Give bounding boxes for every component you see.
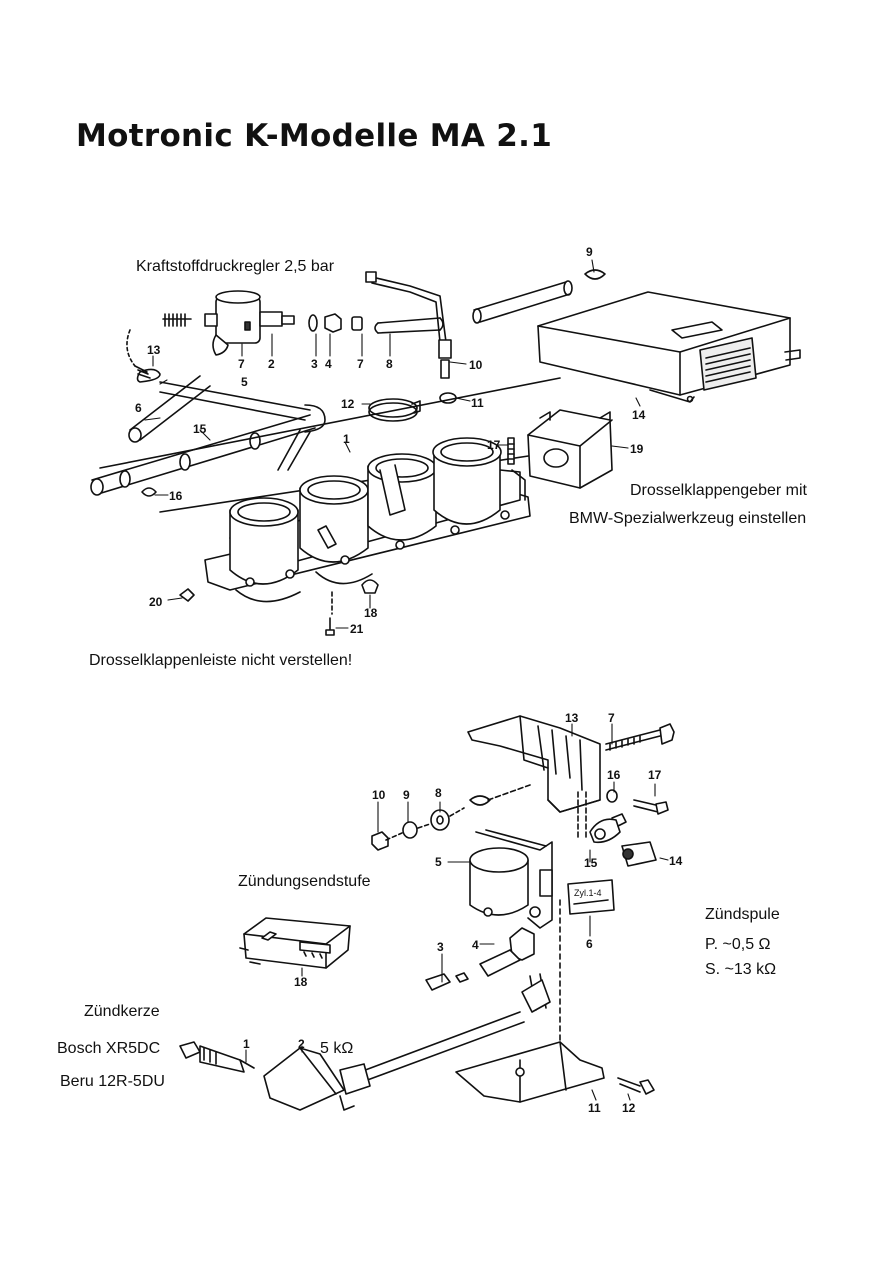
part-number: 2 — [298, 1037, 305, 1051]
divider-line — [100, 378, 560, 468]
spark-plug — [180, 1042, 254, 1072]
screw-17 — [508, 438, 514, 464]
ht-lead-coil — [426, 928, 550, 1012]
throttle-position-sensor — [528, 410, 612, 488]
part-number: 11 — [471, 396, 484, 410]
washers-nuts — [309, 314, 362, 332]
hose-upper — [473, 270, 605, 323]
leader-lines-bottom — [246, 724, 668, 1100]
bolt-7 — [606, 724, 674, 750]
part-number: 4 — [325, 357, 332, 371]
label-spark-plug: Zündkerze — [84, 1003, 160, 1020]
part-number: 3 — [437, 940, 444, 954]
ecu-control-unit — [538, 292, 800, 402]
vacuum-line-10 — [366, 272, 451, 378]
part-number: 17 — [648, 768, 662, 782]
label-throttle-sensor-1: Drosselklappengeber mit — [630, 482, 807, 499]
connector-14 — [622, 842, 656, 866]
ignition-module — [240, 918, 350, 968]
leader-lines-top — [145, 260, 640, 628]
throttle-body-assembly — [205, 438, 530, 602]
part-number: 21 — [350, 622, 364, 636]
label-throttle-bar-warning: Drosselklappenleiste nicht verstellen! — [89, 652, 353, 669]
part-number: 18 — [364, 606, 378, 620]
part-number: 11 — [588, 1101, 601, 1115]
part-number: 8 — [386, 357, 393, 371]
label-throttle-sensor-2: BMW-Spezialwerkzeug einstellen — [569, 510, 807, 527]
part-number: 14 — [669, 854, 683, 868]
part-number: 9 — [403, 788, 410, 802]
part-number: 9 — [586, 245, 593, 259]
part-number: 1 — [343, 432, 350, 446]
part-number: 2 — [268, 357, 275, 371]
part-number: 15 — [193, 422, 207, 436]
part-number: 6 — [586, 937, 593, 951]
label-ignition-coil: Zündspule — [705, 906, 780, 923]
part-number: 8 — [435, 786, 442, 800]
part-number: 12 — [622, 1101, 636, 1115]
fuel-pressure-regulator — [163, 291, 294, 343]
part-number: 10 — [469, 358, 483, 372]
fuel-rail — [91, 369, 325, 496]
part-number: 19 — [630, 442, 644, 456]
part-number: 6 — [135, 401, 142, 415]
small-parts — [127, 330, 378, 635]
part-number: 5 — [435, 855, 442, 869]
ignition-coil — [470, 830, 552, 928]
part-number: 16 — [607, 768, 621, 782]
part-number: 18 — [294, 975, 308, 989]
bolt-17 — [607, 790, 668, 814]
label-spark-plug-bosch: Bosch XR5DC — [57, 1040, 161, 1057]
part-number: 12 — [341, 397, 355, 411]
page-title: Motronic K-Modelle MA 2.1 — [76, 118, 553, 154]
part-number: 7 — [238, 357, 245, 371]
part-number: 7 — [357, 357, 364, 371]
washers-8-9-10 — [372, 808, 464, 850]
fuel-hose-8 — [375, 318, 443, 333]
cylinder-tag — [568, 880, 614, 914]
part-number: 4 — [472, 938, 479, 952]
coil-bracket — [468, 716, 600, 840]
label-secondary-resistance: S. ~13 kΩ — [705, 961, 777, 978]
label-pressure-regulator: Kraftstoffdruckregler 2,5 bar — [136, 258, 335, 275]
label-resistance: 5 kΩ — [320, 1040, 354, 1057]
part-number: 1 — [243, 1037, 250, 1051]
heat-shield — [456, 900, 654, 1102]
label-cyl-tag: Zyl.1-4 — [574, 888, 602, 898]
label-primary-resistance: P. ~0,5 Ω — [705, 936, 771, 953]
ht-lead-plug — [264, 1012, 524, 1110]
part-number: 17 — [487, 438, 501, 452]
part-number: 3 — [311, 357, 318, 371]
part-number: 20 — [149, 595, 163, 609]
part-number: 14 — [632, 408, 646, 422]
label-ignition-module: Zündungsendstufe — [238, 873, 371, 890]
part-number: 16 — [169, 489, 183, 503]
part-number: 5 — [241, 375, 248, 389]
part-number: 15 — [584, 856, 598, 870]
part-number: 13 — [147, 343, 161, 357]
connector-15 — [590, 814, 626, 842]
part-number: 7 — [608, 711, 615, 725]
part-number: 10 — [372, 788, 386, 802]
label-spark-plug-beru: Beru 12R-5DU — [60, 1073, 165, 1090]
part-number: 13 — [565, 711, 579, 725]
